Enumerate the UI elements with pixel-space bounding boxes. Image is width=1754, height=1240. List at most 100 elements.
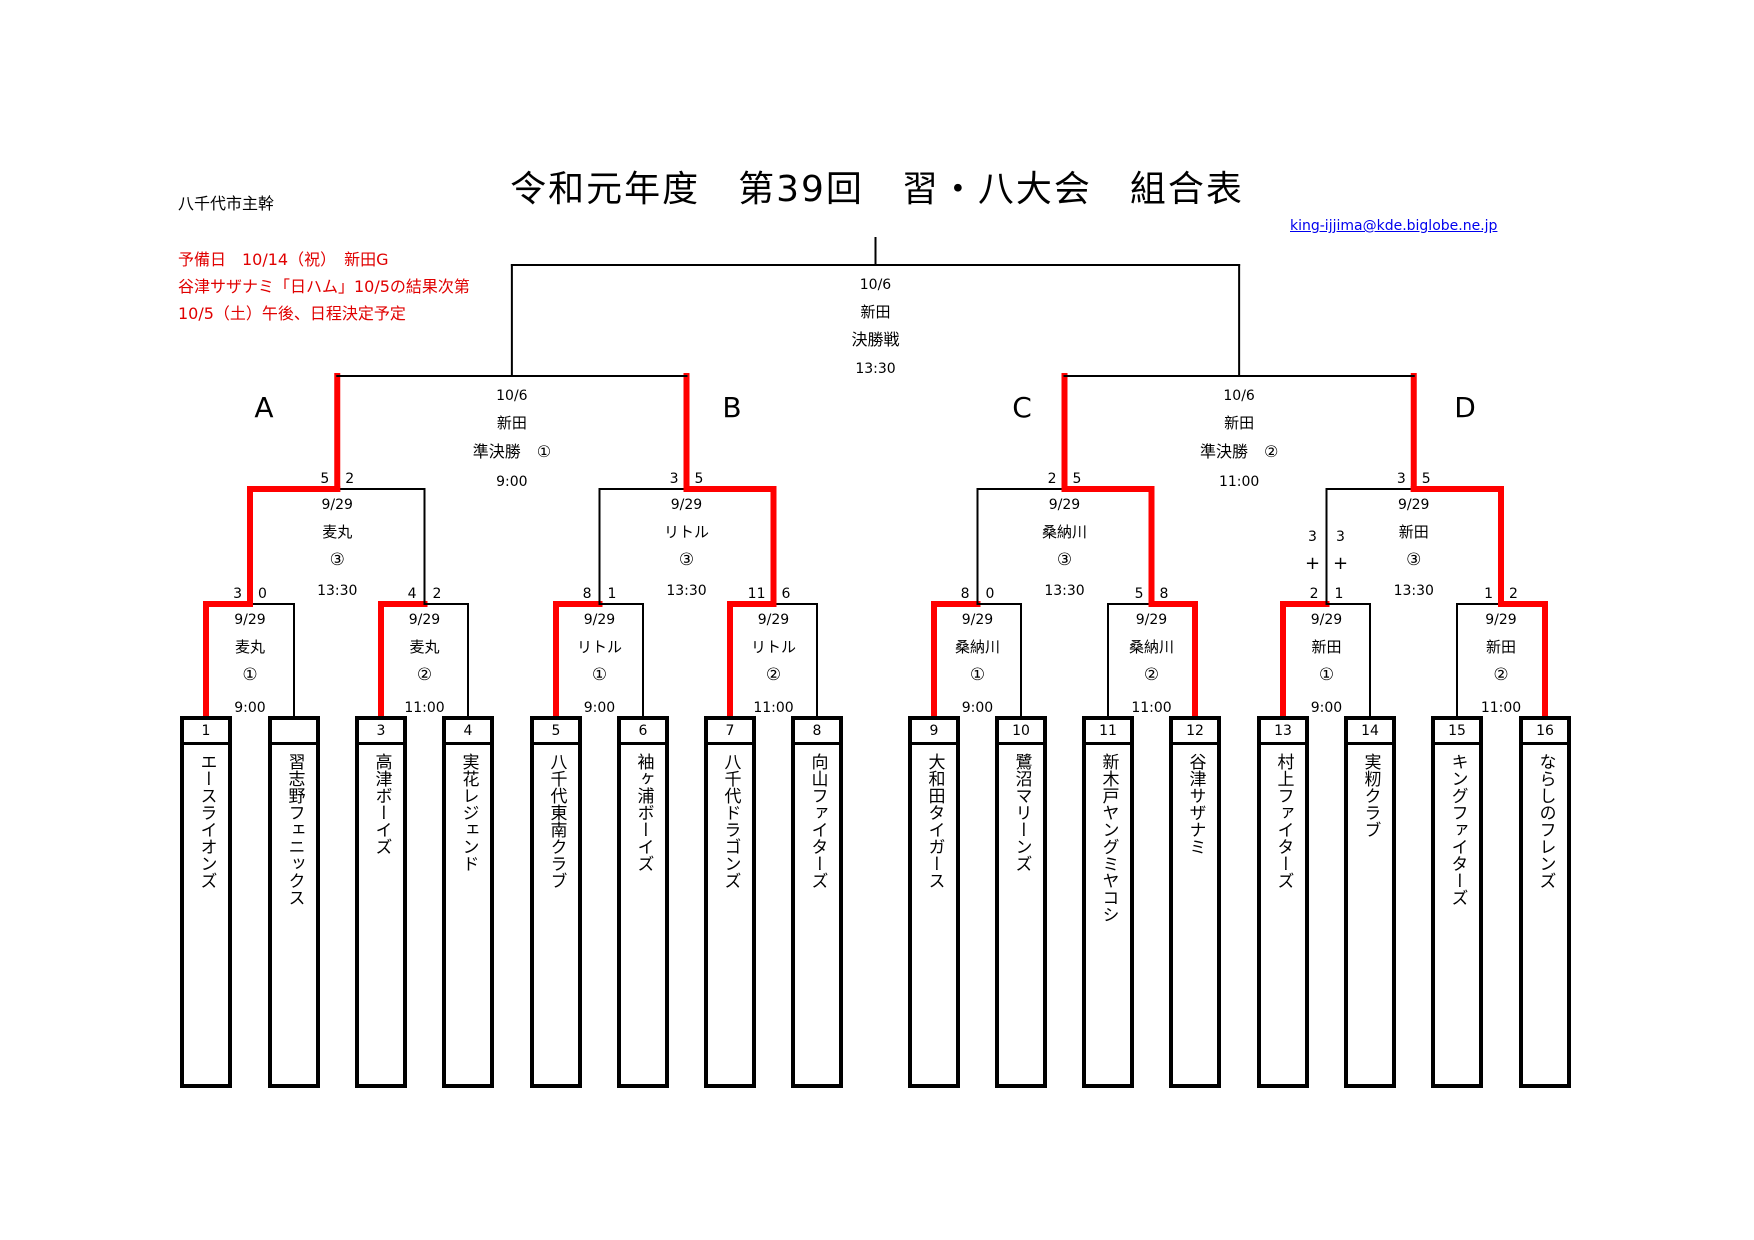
game-date: 9/29 (962, 612, 993, 628)
game-time: 11:00 (1481, 700, 1521, 716)
team-number: 16 (1523, 720, 1567, 745)
game-date: 9/29 (409, 612, 440, 628)
score-right: 1 (608, 586, 617, 602)
game-date: 9/29 (1485, 612, 1516, 628)
game-venue: 新田 (1399, 523, 1429, 541)
team-name: 村上ファイターズ (1273, 753, 1294, 889)
score-right: 5 (1073, 471, 1082, 487)
team-name: ならしのフレンズ (1535, 753, 1556, 889)
game-time: 13:30 (1394, 583, 1434, 599)
team-slot: 4 実花レジェンド (442, 716, 494, 1088)
plus-mark: + (1333, 553, 1348, 574)
score-right: 5 (695, 471, 704, 487)
email-link[interactable]: king-ijjima@kde.biglobe.ne.jp (1290, 218, 1498, 234)
game-venue: 麦丸 (322, 523, 352, 541)
final-venue: 新田 (860, 303, 890, 321)
game-venue: リトル (751, 638, 796, 656)
block-label-c: C (1012, 391, 1032, 424)
game-date: 9/29 (234, 612, 265, 628)
score-left: 3 (1397, 471, 1406, 487)
team-number: 3 (359, 720, 403, 745)
game-number: ③ (330, 550, 345, 570)
team-name: 鷺沼マリーンズ (1011, 753, 1032, 872)
game-venue: 麦丸 (409, 638, 439, 656)
score-left: 8 (961, 586, 970, 602)
sf-venue: 新田 (1224, 414, 1254, 432)
game-time: 9:00 (1311, 700, 1342, 716)
extra-score-left: 3 (1308, 529, 1317, 545)
team-name: 高津ボーイズ (371, 753, 392, 855)
team-name: 実籾クラブ (1360, 753, 1381, 838)
game-date: 9/29 (322, 497, 353, 513)
note-yatsu-result: 谷津サザナミ「日ハム」10/5の結果次第 (178, 277, 470, 296)
team-number: 8 (795, 720, 839, 745)
team-slot: 8 向山ファイターズ (791, 716, 843, 1088)
page-title: 令和元年度 第39回 習・八大会 組合表 (510, 169, 1244, 210)
score-right: 0 (258, 586, 267, 602)
team-number (272, 720, 316, 745)
game-number: ③ (1057, 550, 1072, 570)
score-right: 2 (1509, 586, 1518, 602)
team-name: 八千代ドラゴンズ (720, 753, 741, 889)
score-right: 0 (986, 586, 995, 602)
team-number: 5 (534, 720, 578, 745)
game-number: ① (242, 665, 257, 685)
game-venue: 桑納川 (955, 638, 1000, 656)
organizer-label: 八千代市主幹 (178, 194, 275, 213)
sf-label: 準決勝 ② (1200, 442, 1278, 461)
score-left: 4 (408, 586, 417, 602)
team-name: 新木戸ヤングミヤコシ (1098, 753, 1119, 923)
final-time: 13:30 (855, 361, 895, 377)
game-venue: 桑納川 (1129, 638, 1174, 656)
game-venue: 麦丸 (235, 638, 265, 656)
score-right: 2 (345, 471, 354, 487)
team-name: 大和田タイガース (924, 753, 945, 889)
score-right: 8 (1160, 586, 1169, 602)
team-number: 9 (912, 720, 956, 745)
note-schedule: 10/5（土）午後、日程決定予定 (178, 304, 406, 323)
game-date: 9/29 (1049, 497, 1080, 513)
score-left: 8 (583, 586, 592, 602)
team-number: 15 (1435, 720, 1479, 745)
team-name: 袖ヶ浦ボーイズ (633, 753, 654, 872)
block-label-d: D (1454, 391, 1476, 424)
note-reserve-day: 予備日 10/14（祝） 新田G (178, 250, 389, 269)
team-slot: 9 大和田タイガース (908, 716, 960, 1088)
game-time: 13:30 (317, 583, 357, 599)
sf-date: 10/6 (496, 388, 528, 404)
team-number: 10 (999, 720, 1043, 745)
team-name: 向山ファイターズ (807, 753, 828, 889)
extra-score-right: 3 (1336, 529, 1345, 545)
team-number: 7 (708, 720, 752, 745)
game-venue: リトル (577, 638, 622, 656)
block-label-a: A (254, 391, 273, 424)
sf-time: 11:00 (1219, 474, 1259, 490)
game-date: 9/29 (1398, 497, 1429, 513)
final-date: 10/6 (860, 277, 892, 293)
score-right: 5 (1422, 471, 1431, 487)
game-time: 9:00 (584, 700, 615, 716)
game-date: 9/29 (1136, 612, 1167, 628)
game-venue: リトル (664, 523, 709, 541)
team-number: 6 (621, 720, 665, 745)
game-number: ① (592, 665, 607, 685)
game-time: 11:00 (404, 700, 444, 716)
game-venue: 桑納川 (1042, 523, 1087, 541)
team-slot: 16 ならしのフレンズ (1519, 716, 1571, 1088)
score-left: 5 (320, 471, 329, 487)
team-number: 11 (1086, 720, 1130, 745)
game-date: 9/29 (671, 497, 702, 513)
team-name: エースライオンズ (196, 753, 217, 889)
team-number: 4 (446, 720, 490, 745)
score-right: 6 (782, 586, 791, 602)
block-label-b: B (722, 391, 741, 424)
game-number: ② (1144, 665, 1159, 685)
team-slot: 7 八千代ドラゴンズ (704, 716, 756, 1088)
team-name: 実花レジェンド (458, 753, 479, 872)
team-number: 12 (1173, 720, 1217, 745)
